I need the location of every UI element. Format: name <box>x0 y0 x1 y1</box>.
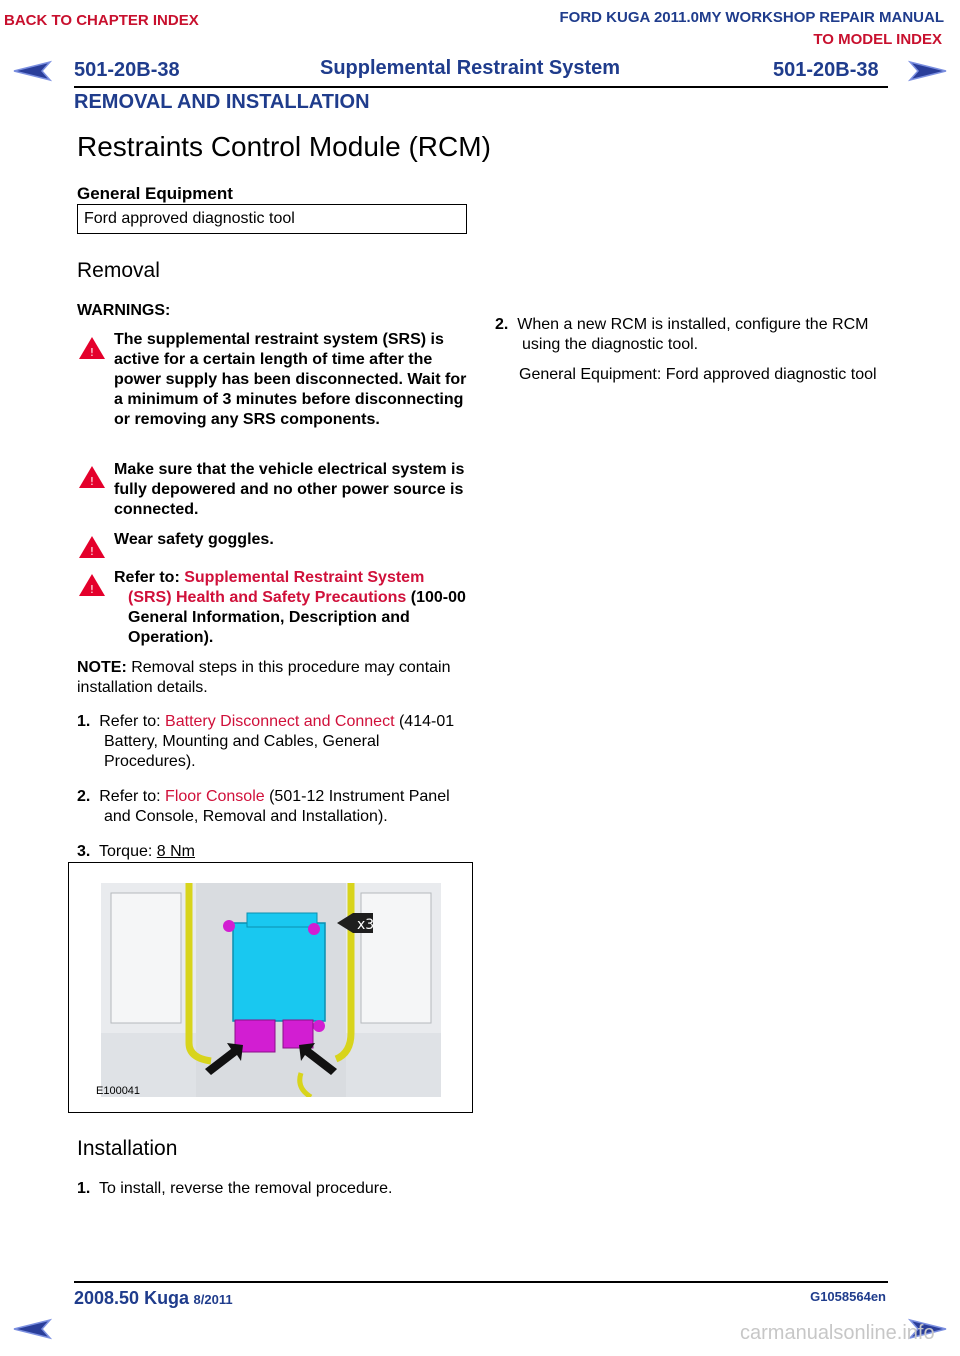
manual-title: FORD KUGA 2011.0MY WORKSHOP REPAIR MANUA… <box>559 9 945 26</box>
figure-id: E100041 <box>96 1085 141 1097</box>
rcm-location-illustration: x3 <box>101 883 441 1097</box>
srs-health-safety-link[interactable]: Supplemental Restraint System (SRS) Heal… <box>128 569 425 606</box>
warning-triangle-icon: ! <box>79 337 105 359</box>
removal-step-2: 2. Refer to: Floor Console (501-12 Instr… <box>77 787 469 827</box>
step-number: 2. <box>77 788 91 805</box>
step-text: When a new RCM is installed, configure t… <box>517 316 869 353</box>
previous-page-arrow-icon[interactable] <box>12 1318 52 1340</box>
floor-console-link[interactable]: Floor Console <box>165 788 265 805</box>
battery-disconnect-link[interactable]: Battery Disconnect and Connect <box>165 713 395 730</box>
step-number: 1. <box>77 713 91 730</box>
step-number: 1. <box>77 1180 91 1197</box>
warning-4-suffix: (100-00 General Information, Description… <box>128 589 466 646</box>
torque-value-link[interactable]: 8 Nm <box>156 843 195 860</box>
note-text: Removal steps in this procedure may cont… <box>77 659 451 696</box>
removal-step-1: 1. Refer to: Battery Disconnect and Conn… <box>77 712 469 772</box>
footer-doc-code: G1058564en <box>810 1289 886 1304</box>
footer-rule <box>74 1281 888 1283</box>
step-prefix: Torque: <box>98 843 157 860</box>
warning-triangle-icon: ! <box>79 466 105 488</box>
next-page-arrow-icon[interactable] <box>908 1318 948 1340</box>
page-code-left: 501-20B-38 <box>74 59 180 81</box>
warning-2-text: Make sure that the vehicle electrical sy… <box>114 461 465 518</box>
step-suffix: (414-01 Battery, Mounting and Cables, Ge… <box>104 713 455 770</box>
warning-triangle-icon: ! <box>79 574 105 596</box>
subsection-title: REMOVAL AND INSTALLATION <box>74 91 370 113</box>
section-title: Supplemental Restraint System <box>320 57 621 79</box>
note-label: NOTE: <box>77 659 127 676</box>
step-prefix: Refer to: <box>99 788 166 805</box>
step-text: To install, reverse the removal procedur… <box>98 1180 393 1197</box>
to-model-index-link[interactable]: TO MODEL INDEX <box>813 31 942 48</box>
note: NOTE: Removal steps in this procedure ma… <box>77 658 467 698</box>
svg-text:!: ! <box>90 545 94 558</box>
removal-step-2-right: 2. When a new RCM is installed, configur… <box>495 315 890 385</box>
step-number: 2. <box>495 316 509 333</box>
svg-text:!: ! <box>90 475 94 488</box>
warning-1-text: The supplemental restraint system (SRS) … <box>114 331 467 428</box>
step-number: 3. <box>77 843 91 860</box>
step-prefix: Refer to: <box>99 713 166 730</box>
step-2-sub-text: General Equipment: Ford approved diagnos… <box>519 366 877 383</box>
step-suffix: (501-12 Instrument Panel and Console, Re… <box>104 788 450 825</box>
watermark: carmanualsonline.info <box>740 1322 935 1344</box>
previous-page-arrow-icon[interactable] <box>12 60 52 82</box>
general-equipment-table: Ford approved diagnostic tool <box>77 204 467 234</box>
warning-triangle-icon: ! <box>79 536 105 558</box>
figure-frame: x3 E100041 <box>68 862 473 1113</box>
general-equipment-item: Ford approved diagnostic tool <box>84 210 295 227</box>
svg-text:!: ! <box>90 346 94 359</box>
warnings-label: WARNINGS: <box>77 302 171 319</box>
removal-step-3: 3. Torque: 8 Nm <box>77 842 195 862</box>
footer-model-name: 2008.50 Kuga <box>74 1288 190 1308</box>
removal-heading: Removal <box>77 259 160 282</box>
installation-heading: Installation <box>77 1137 178 1160</box>
installation-step-1: 1. To install, reverse the removal proce… <box>77 1179 392 1199</box>
step-2-general-equipment: General Equipment: Ford approved diagnos… <box>495 365 890 385</box>
header-rule <box>74 86 888 88</box>
rcm-configure-step: 2. When a new RCM is installed, configur… <box>495 315 890 355</box>
warning-4-text: Refer to: Supplemental Restraint System … <box>114 568 468 648</box>
page-code-right: 501-20B-38 <box>773 59 879 81</box>
svg-text:!: ! <box>90 583 94 596</box>
warning-4-prefix: Refer to: <box>114 569 185 586</box>
footer-date: 8/2011 <box>193 1292 233 1307</box>
footer-model: 2008.50 Kuga 8/2011 <box>74 1288 233 1309</box>
back-to-chapter-index-link[interactable]: BACK TO CHAPTER INDEX <box>4 12 199 29</box>
general-equipment-heading: General Equipment <box>77 184 233 203</box>
warning-3-text: Wear safety goggles. <box>114 531 274 548</box>
figure-callout: x3 <box>357 917 374 933</box>
page-title: Restraints Control Module (RCM) <box>77 131 491 162</box>
next-page-arrow-icon[interactable] <box>908 60 948 82</box>
